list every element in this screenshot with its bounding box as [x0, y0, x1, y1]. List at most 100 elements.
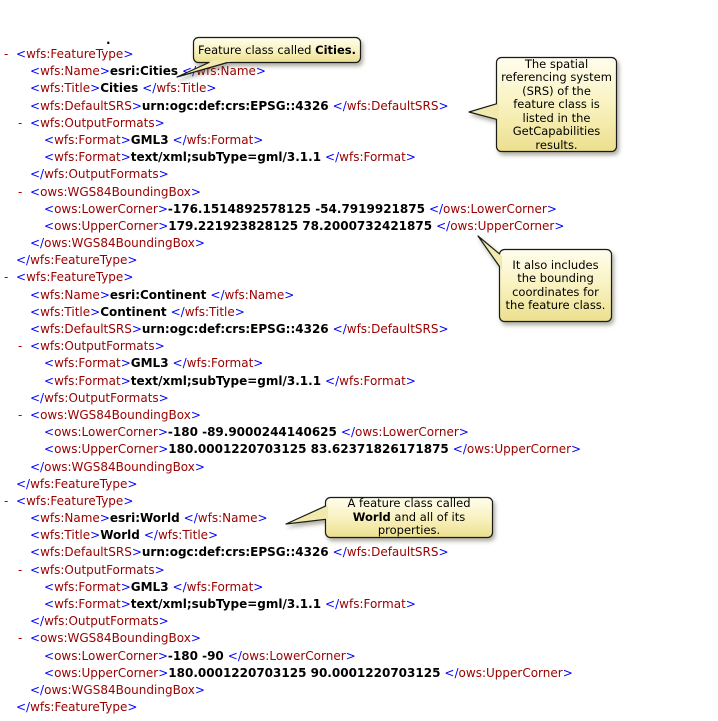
collapse-toggle[interactable]: -: [18, 115, 23, 130]
open-bracket: </: [340, 425, 355, 440]
collapse-toggle[interactable]: -: [18, 184, 23, 199]
tag-name: wfs:DefaultSRS: [40, 98, 132, 113]
tag-name: wfs:Format: [339, 373, 406, 388]
tag-name: wfs:FeatureType: [26, 270, 124, 285]
xml-line: -<wfs:FeatureType>: [0, 269, 718, 286]
open-bracket: </: [172, 356, 187, 371]
tag-name: wfs:Format: [186, 356, 254, 371]
tag-name: wfs:Title: [157, 528, 209, 543]
xml-line: -<ows:WGS84BoundingBox>: [0, 407, 718, 424]
xml-line: <wfs:Name>esri:World</wfs:Name>: [0, 510, 718, 527]
tag-name: ows:WGS84BoundingBox: [44, 236, 195, 251]
open-bracket: <: [44, 665, 55, 680]
tag-name: wfs:FeatureType: [26, 47, 124, 61]
close-bracket: >: [158, 442, 169, 457]
close-bracket: >: [571, 442, 582, 457]
xml-line: -<ows:WGS84BoundingBox>: [0, 184, 718, 201]
element-value: GML3: [130, 132, 169, 147]
collapse-toggle[interactable]: -: [18, 631, 23, 646]
open-bracket: <: [30, 407, 41, 422]
tag-name: wfs:Name: [197, 511, 258, 526]
open-bracket: <: [30, 304, 41, 319]
close-bracket: >: [208, 528, 219, 543]
open-bracket: <: [44, 597, 55, 611]
tag-name: ows:WGS84BoundingBox: [44, 682, 195, 697]
close-bracket: >: [257, 511, 268, 526]
callout-world: A feature class called World and all of …: [282, 495, 497, 543]
xml-line: </wfs:OutputFormats>: [0, 390, 718, 407]
callout-bubble: [498, 248, 613, 323]
callout-text-part: and all of its properties.: [377, 509, 469, 538]
xml-line: -<wfs:FeatureType>: [0, 46, 718, 63]
tag-name: wfs:Format: [186, 579, 254, 594]
open-bracket: <: [44, 218, 55, 233]
tag-name: ows:WGS84BoundingBox: [40, 631, 191, 646]
xml-line: <wfs:Format>GML3</wfs:Format>: [0, 579, 718, 596]
close-bracket: >: [154, 562, 165, 577]
tag-name: ows:UpperCorner: [458, 665, 563, 680]
tag-name: ows:UpperCorner: [54, 218, 159, 233]
tag-name: wfs:FeatureType: [30, 476, 128, 491]
tag-name: ows:LowerCorner: [54, 201, 158, 216]
open-bracket: <: [44, 442, 55, 457]
open-bracket: </: [30, 236, 45, 251]
xml-line: <ows:UpperCorner>179.221923828125 78.200…: [0, 218, 718, 235]
close-bracket: >: [123, 270, 134, 285]
close-bracket: >: [120, 150, 131, 165]
close-bracket: >: [90, 304, 101, 319]
xml-line: <ows:UpperCorner>180.0001220703125 90.00…: [0, 665, 718, 682]
close-bracket: >: [253, 132, 264, 147]
open-bracket: <: [30, 81, 41, 96]
xml-line: <wfs:Title>Cities</wfs:Title>: [0, 80, 718, 97]
tag-name: wfs:OutputFormats: [44, 390, 159, 405]
callout-bubble-shape: [285, 496, 494, 539]
open-bracket: <: [30, 631, 41, 646]
close-bracket: >: [127, 476, 138, 491]
callout-text-part: A feature class called: [347, 496, 475, 511]
open-bracket: </: [172, 132, 187, 147]
callout-cities: Feature class called Cities.: [168, 36, 368, 82]
open-bracket: </: [444, 665, 459, 680]
tag-name: wfs:Format: [339, 597, 406, 611]
close-bracket: >: [158, 167, 169, 182]
open-bracket: <: [30, 339, 41, 354]
element-value: GML3: [130, 579, 169, 594]
element-value: 180.0001220703125 90.0001220703125: [168, 665, 441, 680]
element-value: -176.1514892578125 -54.7919921875: [167, 201, 425, 216]
collapse-toggle[interactable]: -: [18, 339, 23, 354]
xml-line: <ows:UpperCorner>180.0001220703125 83.62…: [0, 441, 718, 458]
collapse-toggle[interactable]: -: [18, 562, 23, 577]
collapse-toggle[interactable]: -: [4, 270, 9, 285]
xml-line: </wfs:FeatureType>: [0, 252, 718, 269]
open-bracket: <: [30, 545, 41, 560]
xml-line: -<ows:WGS84BoundingBox>: [0, 630, 718, 647]
xml-line: </wfs:FeatureType>: [0, 699, 718, 716]
open-bracket: </: [325, 373, 340, 388]
close-bracket: >: [405, 373, 416, 388]
tag-name: wfs:Format: [54, 597, 121, 611]
open-bracket: <: [30, 562, 41, 577]
tag-name: wfs:OutputFormats: [44, 614, 159, 629]
collapse-toggle[interactable]: -: [18, 407, 23, 422]
open-bracket: <: [44, 132, 55, 147]
collapse-toggle[interactable]: -: [4, 493, 9, 508]
open-bracket: <: [30, 322, 41, 336]
callout-bubble-shape: [468, 56, 618, 153]
callout-bubble-shape: [176, 36, 362, 78]
open-bracket: <: [30, 64, 41, 79]
callout-tail-edge: [285, 505, 327, 525]
close-bracket: >: [123, 493, 134, 508]
close-bracket: >: [405, 150, 416, 165]
xml-line: -<wfs:OutputFormats>: [0, 338, 718, 355]
close-bracket: >: [123, 47, 134, 61]
xml-line: <wfs:Name>esri:Continent</wfs:Name>: [0, 287, 718, 304]
callout-text: The spatial referencing system (SRS) of …: [496, 57, 617, 152]
close-bracket: >: [253, 579, 264, 594]
close-bracket: >: [120, 356, 131, 371]
collapse-toggle[interactable]: -: [4, 47, 9, 61]
open-bracket: </: [16, 253, 31, 268]
open-bracket: <: [30, 287, 41, 302]
tag-name: ows:UpperCorner: [54, 442, 159, 457]
close-bracket: >: [99, 287, 110, 302]
callout-text-part: World: [352, 509, 391, 524]
